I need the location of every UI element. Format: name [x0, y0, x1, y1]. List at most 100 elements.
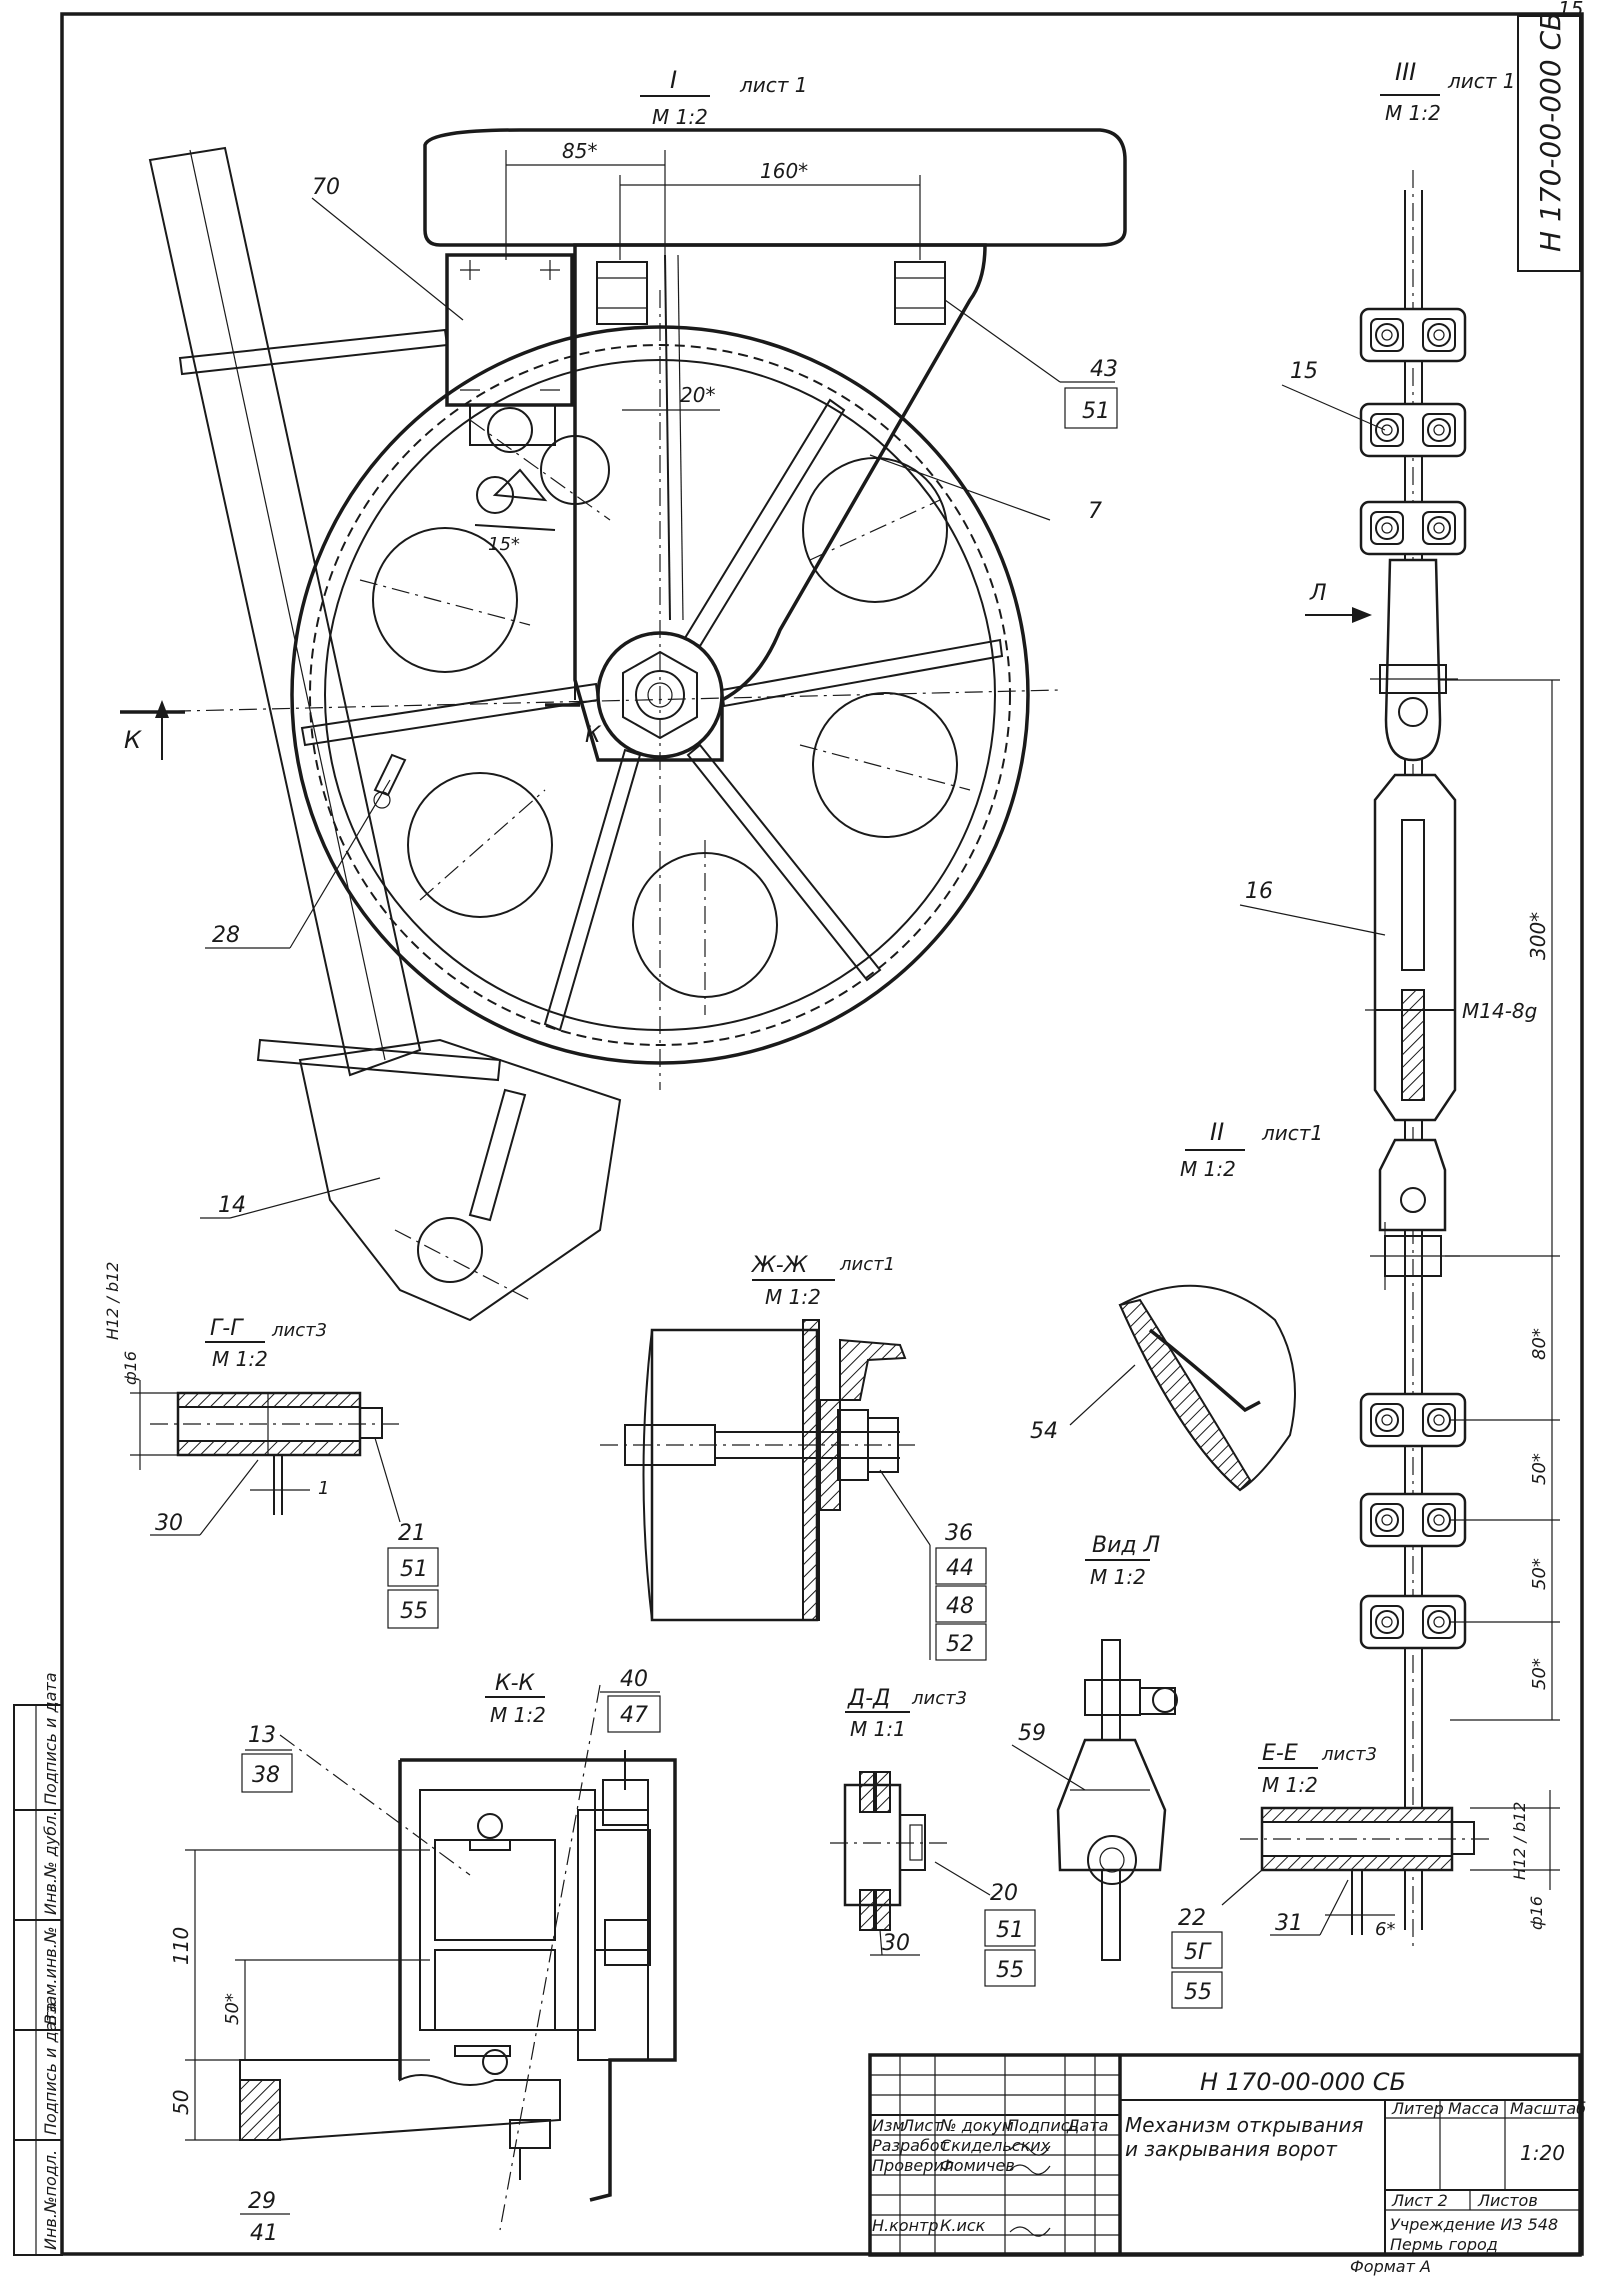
section-k-k: К-К М 1:2 110 50* 50 — [169, 1667, 677, 2246]
dim-m14: М14-8g — [1462, 999, 1537, 1023]
title-name-line2: и закрывания ворот — [1125, 2137, 1338, 2161]
callout-40: 40 — [620, 1667, 648, 1692]
view-1-roman: I — [670, 66, 677, 94]
section-dd-title: Д-Д — [847, 1686, 890, 1711]
section-zhzh-scale: М 1:2 — [765, 1285, 821, 1309]
view-3-sheet-ref: лист 1 — [1447, 69, 1516, 93]
view-2-scale: М 1:2 — [1180, 1157, 1236, 1181]
section-ee-scale: М 1:2 — [1262, 1773, 1318, 1797]
callout-55a: 55 — [400, 1599, 428, 1624]
callout-70: 70 — [312, 175, 340, 200]
title-org-line1: Учреждение ИЗ 548 — [1390, 2215, 1558, 2234]
callout-55b: 55 — [996, 1958, 1024, 1983]
side-stamp-3: Взам.инв.№ — [41, 1927, 60, 2025]
callout-13: 13 — [248, 1723, 276, 1748]
callout-38: 38 — [252, 1763, 280, 1788]
detail-54: 54 — [1030, 1284, 1296, 1492]
callout-20: 20 — [990, 1881, 1018, 1906]
view-3-roman: III — [1395, 58, 1416, 86]
section-zh-zh: Ж-Ж М 1:2 лист1 36 44 48 52 — [600, 1253, 987, 1661]
section-ee-title: Е-Е — [1262, 1741, 1298, 1766]
section-kk-title: К-К — [495, 1671, 536, 1696]
dim-gg-fit: Н12 / b12 — [103, 1262, 122, 1340]
dim-gg-dia: ф16 — [121, 1351, 140, 1385]
callouts-view-1: 70 43 51 7 28 14 — [200, 175, 1118, 1219]
title-hdr-izm: Изм — [872, 2116, 905, 2135]
section-e-e: Е-Е М 1:2 лист3 6* ф16 Н12 / b12 22 5Г 5… — [1171, 1741, 1560, 2009]
callout-51b: 51 — [400, 1557, 428, 1582]
title-col-massa: Масса — [1448, 2099, 1499, 2118]
title-col-litera: Литер — [1391, 2099, 1444, 2118]
side-stamp-4: Инв.№ дубл. — [41, 1811, 60, 1915]
title-person-1: Скидельских — [940, 2136, 1051, 2155]
callout-51d: 5Г — [1184, 1940, 1212, 1965]
callout-29: 29 — [248, 2189, 276, 2214]
title-format: Формат А — [1350, 2257, 1431, 2276]
section-mark-k-left: К — [124, 726, 142, 754]
dim-80: 80* — [1529, 1328, 1550, 1360]
title-role-1: Разработ — [872, 2136, 950, 2155]
callout-30b: 30 — [882, 1931, 910, 1956]
view-l-title: Вид Л — [1092, 1533, 1160, 1558]
section-kk-scale: М 1:2 — [490, 1703, 546, 1727]
dim-50-kk2: 50 — [169, 2090, 193, 2115]
dim-50b: 50* — [1529, 1558, 1550, 1590]
dim-85: 85* — [562, 139, 597, 163]
title-hdr-podp: Подпись — [1007, 2116, 1079, 2135]
arrow-l-label: Л — [1309, 581, 1327, 606]
title-role-2: Проверил — [872, 2156, 954, 2175]
dim-15: 15* — [488, 534, 520, 555]
title-person-3: К.иск — [940, 2216, 986, 2235]
callout-51a: 51 — [1082, 399, 1110, 424]
side-stamp-1: Инв.№подл. — [41, 2150, 60, 2250]
view-2-sheet-ref: лист1 — [1261, 1121, 1323, 1145]
dim-300: 300* — [1526, 912, 1550, 960]
callout-43: 43 — [1090, 357, 1118, 382]
title-hdr-date: Дата — [1066, 2116, 1108, 2135]
dim-50-kk: 50* — [222, 1993, 243, 2025]
view-l: Вид Л М 1:2 59 — [1011, 1533, 1178, 1961]
callout-51c: 51 — [996, 1918, 1024, 1943]
title-listov-label: Листов — [1477, 2191, 1538, 2210]
section-gg-title: Г-Г — [210, 1316, 244, 1341]
section-ee-sheet-ref: лист3 — [1321, 1744, 1377, 1765]
section-dd-scale: М 1:1 — [850, 1717, 906, 1741]
callout-47: 47 — [620, 1703, 648, 1728]
callout-14: 14 — [218, 1193, 246, 1218]
title-hdr-list: Лист — [901, 2116, 943, 2135]
view-l-scale: М 1:2 — [1090, 1565, 1146, 1589]
callout-21: 21 — [398, 1521, 426, 1546]
view-3-rod-assembly: III М 1:2 лист 1 Л — [1239, 58, 1560, 1950]
callout-7: 7 — [1088, 499, 1102, 524]
dim-ee-dia: ф16 — [1527, 1896, 1546, 1930]
title-org-line2: Пермь город — [1390, 2235, 1498, 2254]
section-mark-k-right: К — [585, 723, 602, 748]
view-1-scale: М 1:2 — [652, 105, 708, 129]
view-1-sheet-ref: лист 1 — [739, 73, 808, 97]
callout-16: 16 — [1245, 879, 1273, 904]
title-name-line1: Механизм открывания — [1125, 2113, 1363, 2137]
callout-28: 28 — [212, 923, 240, 948]
dim-50a: 50* — [1529, 1453, 1550, 1485]
view-3-scale: М 1:2 — [1385, 101, 1441, 125]
side-stamp-5: Подпись и дата — [41, 1672, 60, 1805]
callout-15: 15 — [1290, 359, 1318, 384]
sheet-frame: 15 — [60, 0, 1584, 2256]
dim-gg-1: 1 — [318, 1478, 329, 1499]
section-d-d: Д-Д М 1:1 лист3 20 51 55 30 — [830, 1686, 1036, 1987]
title-role-3: Н.контр — [872, 2216, 939, 2235]
stamp-code-box: Н 170-00-000 СБ — [1517, 12, 1581, 272]
side-stamp: Инв.№подл. Подпись и дата Взам.инв.№ Инв… — [13, 1672, 63, 2256]
view-1-main-wheel: I М 1:2 лист 1 — [120, 66, 1127, 1322]
view-2-label: II М 1:2 лист1 — [1180, 1118, 1323, 1181]
callout-36: 36 — [945, 1521, 973, 1546]
callout-30a: 30 — [155, 1511, 183, 1536]
wheel-holes — [359, 457, 971, 1015]
side-stamp-2: Подпись и дата — [41, 2002, 60, 2135]
callout-22: 22 — [1178, 1906, 1206, 1931]
title-col-masshtab: Масштаб — [1510, 2099, 1586, 2118]
section-zhzh-sheet-ref: лист1 — [839, 1254, 895, 1275]
section-gg-scale: М 1:2 — [212, 1347, 268, 1371]
section-dd-sheet-ref: лист3 — [911, 1688, 967, 1709]
